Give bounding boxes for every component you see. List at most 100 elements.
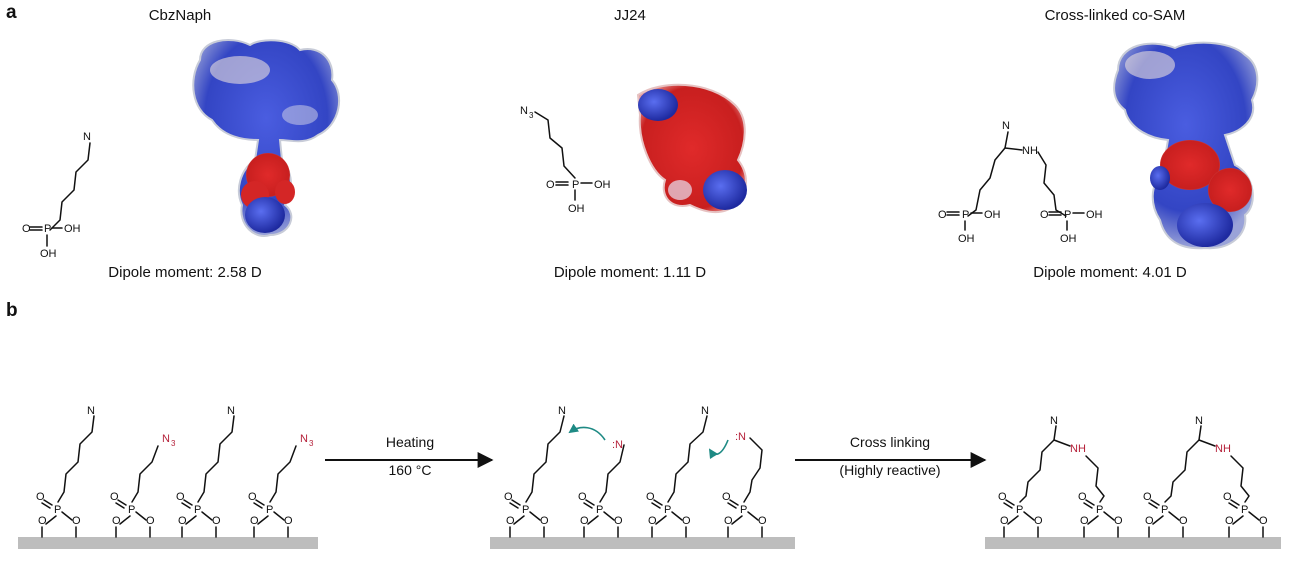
svg-text:P: P — [1096, 504, 1103, 516]
nitrene-1: :N — [612, 439, 623, 451]
svg-text:3: 3 — [309, 439, 314, 448]
svg-text:P: P — [1241, 504, 1248, 516]
svg-text:O: O — [176, 491, 185, 503]
svg-text:NH: NH — [1070, 443, 1086, 455]
substrate-3 — [985, 537, 1281, 549]
svg-text:NH: NH — [1215, 443, 1231, 455]
svg-text:N: N — [87, 405, 95, 417]
svg-text:P: P — [596, 504, 603, 516]
svg-text:OH: OH — [594, 179, 611, 191]
svg-text:P: P — [572, 179, 579, 191]
panel-b-letter: b — [6, 300, 18, 321]
svg-text:P: P — [194, 504, 201, 516]
svg-text:O: O — [758, 515, 767, 527]
svg-text:N: N — [558, 405, 566, 417]
svg-text:O: O — [1223, 491, 1232, 503]
svg-text:O: O — [284, 515, 293, 527]
svg-text:O: O — [938, 209, 947, 221]
step1-condition: 160 °C — [388, 462, 432, 478]
sam-middle-chains: N P O O O :N P O O O N P O O O :N P O O … — [504, 405, 767, 538]
svg-text:P: P — [962, 209, 969, 221]
svg-text:O: O — [36, 491, 45, 503]
svg-text:O: O — [504, 491, 513, 503]
svg-text:OH: OH — [64, 223, 81, 235]
svg-text:O: O — [540, 515, 549, 527]
svg-text:O: O — [614, 515, 623, 527]
dipole-cbznaph: Dipole moment: 2.58 D — [108, 264, 262, 281]
svg-text:OH: OH — [984, 209, 1001, 221]
svg-text:P: P — [1161, 504, 1168, 516]
step2-condition: (Highly reactive) — [839, 462, 941, 478]
curved-arrow-2 — [708, 439, 729, 460]
svg-text:O: O — [178, 515, 187, 527]
svg-text:O: O — [506, 515, 515, 527]
svg-text:OH: OH — [568, 203, 585, 215]
svg-text:O: O — [22, 223, 31, 235]
svg-text:O: O — [722, 491, 731, 503]
svg-text:OH: OH — [958, 233, 975, 245]
svg-text:O: O — [248, 491, 257, 503]
svg-text:O: O — [724, 515, 733, 527]
svg-text:O: O — [146, 515, 155, 527]
svg-text:O: O — [546, 179, 555, 191]
nitrene-2: :N — [735, 431, 746, 443]
structure-co-sam: N NH P O OH OH P O OH OH — [938, 120, 1103, 245]
substrate-2 — [490, 537, 795, 549]
svg-text:O: O — [578, 491, 587, 503]
svg-text:3: 3 — [529, 111, 534, 120]
svg-text:N: N — [227, 405, 235, 417]
svg-text:O: O — [1034, 515, 1043, 527]
svg-text:O: O — [1259, 515, 1268, 527]
sam-left-chains: N P O O O N 3 P O O O N P O O O N 3 P O … — [36, 405, 314, 538]
cbznaph-n: N — [83, 131, 91, 143]
svg-text:O: O — [110, 491, 119, 503]
step2-label: Cross linking — [849, 434, 931, 450]
svg-text:N: N — [1050, 415, 1058, 427]
svg-text:OH: OH — [1086, 209, 1103, 221]
title-jj24: JJ24 — [614, 7, 646, 24]
panel-a-letter: a — [6, 2, 17, 23]
svg-text:P: P — [44, 223, 51, 235]
svg-text:O: O — [38, 515, 47, 527]
dipole-jj24: Dipole moment: 1.11 D — [553, 264, 707, 281]
svg-text:N: N — [520, 105, 528, 117]
svg-text:O: O — [682, 515, 691, 527]
svg-text:O: O — [1040, 209, 1049, 221]
substrate-1 — [18, 537, 318, 549]
svg-text:O: O — [648, 515, 657, 527]
esp-surface-co-sam — [1113, 41, 1259, 250]
svg-text:P: P — [664, 504, 671, 516]
svg-text:P: P — [266, 504, 273, 516]
svg-text:3: 3 — [171, 439, 176, 448]
dipole-co-sam: Dipole moment: 4.01 D — [1033, 264, 1187, 281]
svg-text:O: O — [112, 515, 121, 527]
svg-text:O: O — [1225, 515, 1234, 527]
svg-text:O: O — [1078, 491, 1087, 503]
structure-jj24: N 3 P O OH OH — [520, 105, 611, 215]
svg-text:O: O — [1143, 491, 1152, 503]
svg-text:O: O — [1000, 515, 1009, 527]
esp-surface-jj24 — [636, 83, 747, 214]
svg-text:O: O — [646, 491, 655, 503]
svg-text:N: N — [701, 405, 709, 417]
svg-text:N: N — [300, 433, 308, 445]
svg-text:N: N — [162, 433, 170, 445]
svg-text:P: P — [1064, 209, 1071, 221]
svg-text:O: O — [250, 515, 259, 527]
svg-text:OH: OH — [1060, 233, 1077, 245]
esp-surface-cbznaph — [192, 39, 341, 237]
svg-text:O: O — [72, 515, 81, 527]
svg-text:O: O — [998, 491, 1007, 503]
cbznaph-chain: N P O OH OH — [22, 131, 91, 260]
svg-text:OH: OH — [40, 248, 57, 260]
svg-text:N: N — [1002, 120, 1010, 132]
svg-text:O: O — [580, 515, 589, 527]
svg-text:O: O — [1145, 515, 1154, 527]
svg-text:P: P — [128, 504, 135, 516]
svg-text:NH: NH — [1022, 145, 1038, 157]
step1-label: Heating — [385, 434, 435, 450]
svg-text:N: N — [1195, 415, 1203, 427]
curved-arrow-1 — [568, 423, 606, 441]
svg-text:O: O — [212, 515, 221, 527]
